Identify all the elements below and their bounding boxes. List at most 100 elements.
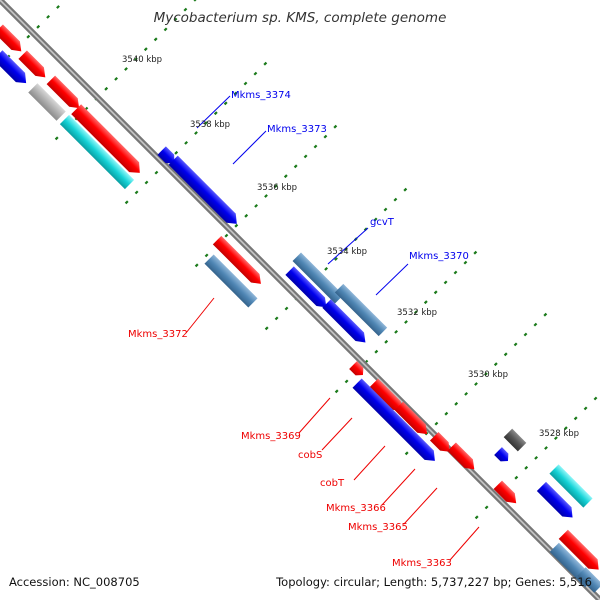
tick-dot bbox=[553, 436, 558, 441]
tick-dot-row-3528 bbox=[404, 312, 548, 456]
label-callouts bbox=[185, 95, 480, 561]
feature-mkms-3373 bbox=[168, 155, 237, 224]
tick-dot bbox=[394, 329, 399, 334]
tick-dot bbox=[404, 320, 408, 324]
callout-mkms-3363 bbox=[449, 526, 480, 561]
tick-dot bbox=[264, 326, 269, 331]
feature-mkms-3366 bbox=[352, 378, 435, 461]
feature-red-d bbox=[71, 104, 140, 173]
tick-dot bbox=[203, 121, 208, 126]
feature-dark bbox=[503, 428, 527, 452]
tick-label-3534: 3534 kbp bbox=[327, 247, 367, 257]
tick-dot bbox=[524, 465, 529, 470]
tick-dot bbox=[474, 382, 478, 386]
feature-red-c bbox=[46, 75, 80, 109]
tick-dot bbox=[56, 5, 60, 9]
tick-dot bbox=[333, 124, 338, 129]
tick-dot bbox=[484, 505, 489, 510]
tick-dot bbox=[324, 266, 329, 271]
tick-dot bbox=[393, 197, 398, 202]
tick-dot bbox=[26, 34, 31, 39]
tick-dot bbox=[593, 396, 598, 401]
tick-dot bbox=[323, 134, 328, 139]
tick-dot bbox=[114, 76, 119, 81]
tick-dot bbox=[234, 223, 239, 228]
feature-mkms-3372-red bbox=[212, 235, 261, 284]
tick-dot bbox=[213, 111, 218, 116]
tick-label-3528: 3528 kbp bbox=[539, 429, 579, 439]
tick-dot bbox=[404, 451, 409, 456]
tick-dot bbox=[384, 339, 389, 344]
gene-label-mkms-3363: Mkms_3363 bbox=[392, 558, 452, 569]
tick-dot bbox=[543, 312, 548, 317]
gene-features bbox=[0, 24, 600, 593]
tick-dot bbox=[534, 455, 539, 460]
gene-label-mkms-3373: Mkms_3373 bbox=[267, 124, 327, 135]
tick-label-3532: 3532 kbp bbox=[397, 308, 437, 318]
tick-dot bbox=[243, 81, 248, 86]
tick-dot bbox=[563, 426, 568, 431]
tick-dot bbox=[533, 322, 538, 327]
gene-label-mkms-3365: Mkms_3365 bbox=[348, 522, 408, 533]
gene-label-mkms-3366: Mkms_3366 bbox=[326, 503, 386, 514]
tick-label-3540: 3540 kbp bbox=[122, 55, 162, 65]
tick-dot bbox=[253, 71, 258, 76]
tick-dot bbox=[453, 270, 458, 275]
tick-dot bbox=[503, 352, 508, 357]
tick-label-3538: 3538 kbp bbox=[190, 120, 230, 130]
gene-label-gcvt: gcvT bbox=[370, 217, 395, 228]
tick-dot bbox=[514, 475, 519, 480]
topology-summary: Topology: circular; Length: 5,737,227 bp… bbox=[275, 575, 592, 589]
tick-dot bbox=[383, 207, 388, 212]
callout-cobs bbox=[321, 417, 353, 451]
feature-cobs bbox=[369, 378, 403, 412]
feature-blue-b bbox=[536, 481, 573, 518]
tick-dot bbox=[124, 200, 129, 205]
tick-dot bbox=[444, 411, 449, 416]
feature-grey bbox=[28, 83, 66, 121]
callout-mkms-3370 bbox=[375, 263, 409, 296]
feature-gcvt bbox=[292, 252, 344, 304]
map-title: Mycobacterium sp. KMS, complete genome bbox=[154, 10, 447, 26]
tick-dot bbox=[134, 190, 139, 195]
tick-dot bbox=[363, 227, 368, 232]
feature-mkms-3370-blue bbox=[322, 299, 366, 343]
feature-cyan-b bbox=[549, 464, 593, 508]
callout-mkms-3369 bbox=[298, 397, 331, 434]
tick-dot bbox=[433, 290, 438, 295]
tick-dot bbox=[194, 131, 198, 135]
tick-dot bbox=[36, 24, 41, 29]
feature-red-a bbox=[0, 24, 22, 52]
gene-label-mkms-3370: Mkms_3370 bbox=[409, 251, 469, 262]
tick-dot bbox=[244, 213, 249, 218]
tick-dot bbox=[413, 310, 418, 315]
feature-red-3364 bbox=[447, 442, 475, 470]
feature-mkms-3365 bbox=[429, 431, 450, 452]
tick-dot bbox=[224, 233, 229, 238]
tick-dot bbox=[154, 170, 159, 175]
tick-dot bbox=[54, 136, 59, 141]
tick-dot bbox=[133, 57, 138, 62]
tick-dot bbox=[463, 260, 468, 265]
tick-dot bbox=[104, 86, 109, 91]
tick-dot bbox=[434, 421, 439, 426]
tick-label-3530: 3530 kbp bbox=[468, 370, 508, 380]
callout-mkms-3374 bbox=[196, 95, 231, 129]
feature-blue-small bbox=[494, 447, 509, 462]
callout-cobt bbox=[353, 445, 386, 481]
tick-dot bbox=[374, 349, 379, 354]
tick-dot bbox=[443, 280, 448, 285]
tick-dot bbox=[343, 247, 348, 252]
tick-dot bbox=[263, 61, 268, 66]
tick-dot bbox=[493, 362, 498, 367]
gene-label-cobt: cobT bbox=[320, 478, 345, 489]
tick-dot bbox=[293, 164, 298, 169]
gene-label-mkms-3372: Mkms_3372 bbox=[128, 329, 188, 340]
feature-steel-c bbox=[577, 567, 600, 593]
tick-dot bbox=[163, 27, 168, 32]
tick-dot bbox=[513, 342, 518, 347]
gene-label-mkms-3374: Mkms_3374 bbox=[231, 90, 291, 101]
feature-red-e bbox=[558, 529, 599, 570]
